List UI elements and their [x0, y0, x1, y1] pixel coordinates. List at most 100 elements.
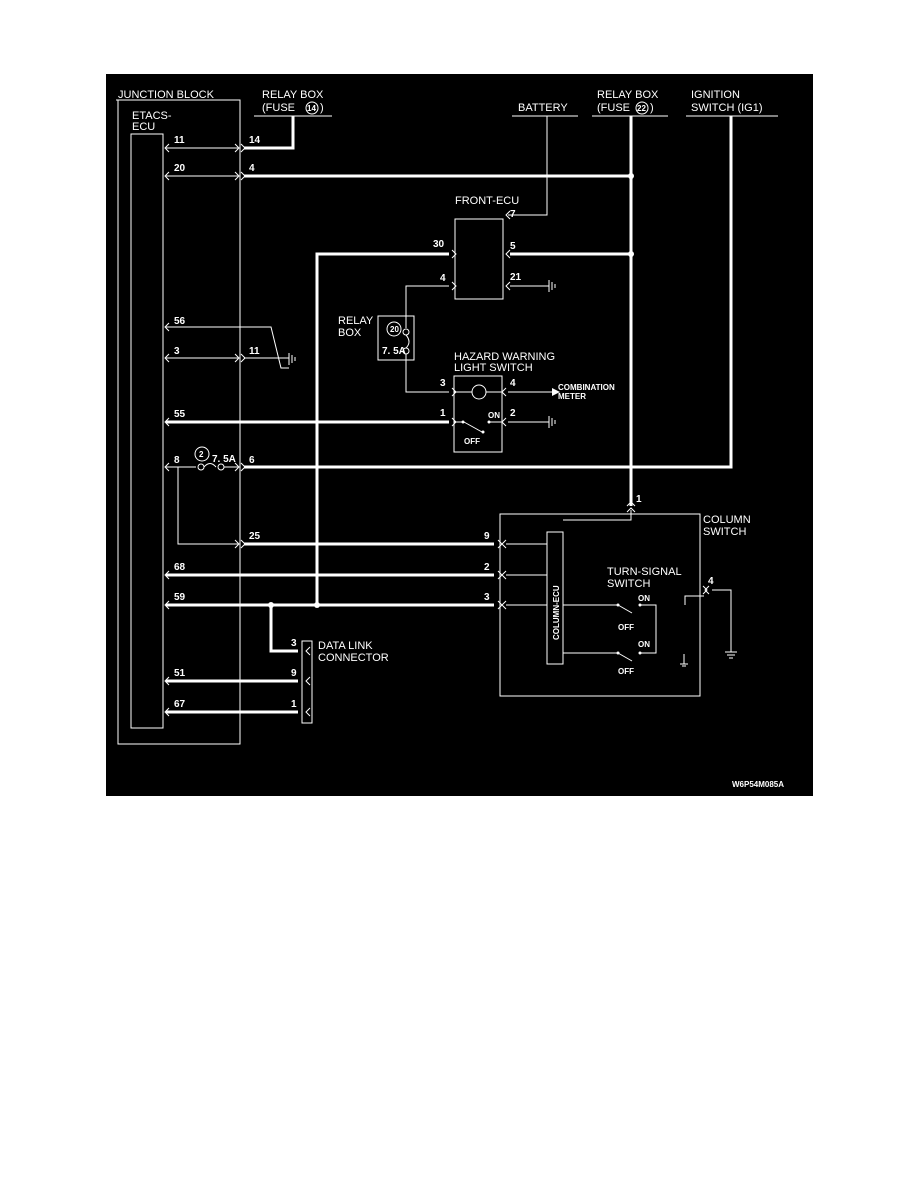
hazard-off: OFF — [464, 437, 480, 446]
pin-label: 1 — [440, 408, 446, 419]
hazard-switch-pivot — [487, 420, 491, 424]
pin-label: 3 — [291, 638, 297, 649]
hazard-switch-box — [453, 375, 503, 453]
relay20-number: 20 — [390, 325, 399, 334]
pin-label: 8 — [174, 455, 180, 466]
wire-column-4 — [712, 589, 732, 652]
pin-label: 1 — [291, 699, 297, 710]
pin-label: 25 — [249, 531, 261, 542]
col-wire-1 — [563, 510, 632, 521]
ground-icon — [288, 353, 296, 365]
pin-label: 3 — [484, 592, 490, 603]
turn-switch-pivot — [616, 603, 620, 607]
relay-box14-label-2: (FUSE — [262, 102, 295, 114]
relay-box22-close: ) — [650, 102, 654, 114]
combination-label-1: COMBINATION — [558, 383, 615, 392]
col-wire-4-ground — [684, 595, 704, 605]
wire-56 — [166, 326, 289, 369]
ground-icon — [548, 416, 556, 428]
fuse20-element — [405, 334, 410, 349]
relay-box22-label-2: (FUSE — [597, 102, 630, 114]
ground-icon — [680, 663, 688, 667]
fuse2-terminal — [197, 463, 205, 471]
pin-label: 7 — [510, 209, 516, 220]
junction-dot — [314, 602, 320, 608]
wire-59-dlc3 — [269, 605, 298, 653]
diagram-code: W6P54M085A — [732, 780, 784, 789]
relay-box22-label-1: RELAY BOX — [597, 89, 659, 101]
hazard-switch-pivot — [481, 430, 485, 434]
pin-label: 55 — [174, 409, 186, 420]
turn-on-1: ON — [638, 594, 650, 603]
pin-numbers: 11 20 56 3 55 8 68 59 51 67 14 4 11 6 25… — [174, 135, 714, 710]
front-ecu-box — [454, 218, 504, 300]
pin-label: 3 — [174, 346, 180, 357]
turn-switch-pivot — [616, 651, 620, 655]
pin-label: 9 — [291, 668, 297, 679]
wire-front-ecu-4 — [405, 285, 449, 328]
wire-8-25 — [177, 467, 238, 545]
pin-label: 67 — [174, 699, 186, 710]
pin-label: 2 — [484, 562, 490, 573]
pin-label: 68 — [174, 562, 186, 573]
ignition-label-2: SWITCH (IG1) — [691, 102, 763, 114]
ground-icon — [725, 651, 737, 659]
relay-box14-close: ) — [320, 102, 324, 114]
relay-box14-label-1: RELAY BOX — [262, 89, 324, 101]
wire-front-ecu-30 — [315, 252, 449, 605]
pin-label: 4 — [510, 378, 516, 389]
ground-icon — [548, 280, 556, 292]
relay20-amp: 7. 5A — [382, 346, 406, 357]
column-ecu-label: COLUMN-ECU — [552, 585, 561, 640]
etacs-label-1: ETACS- — [132, 110, 172, 122]
pin-label: 59 — [174, 592, 186, 603]
column-ecu-box — [546, 531, 564, 665]
pin-label: 6 — [249, 455, 255, 466]
pin-label: 4 — [249, 163, 255, 174]
relay-box-20 — [377, 315, 415, 361]
column-switch-label-1: COLUMN — [703, 514, 751, 526]
pin-label: 4 — [440, 273, 446, 284]
relay-box-label-1: RELAY — [338, 315, 374, 327]
fuse20-badge — [386, 321, 402, 337]
dlc-label-2: CONNECTOR — [318, 652, 389, 664]
turn-on-2: ON — [638, 640, 650, 649]
hazard-switch-contact — [463, 421, 483, 433]
wire-relay-hazard — [405, 354, 449, 393]
battery-label: BATTERY — [518, 102, 568, 114]
data-link-connector-box — [301, 640, 313, 724]
pin-label: 11 — [174, 135, 185, 146]
connector-chevrons — [164, 143, 710, 717]
pin-label: 51 — [174, 668, 186, 679]
wire-14-relay — [244, 116, 295, 150]
pin-label: 56 — [174, 316, 186, 327]
hazard-label-2: LIGHT SWITCH — [454, 362, 533, 374]
column-switch-box — [499, 513, 701, 697]
turn-off-2: OFF — [618, 667, 634, 676]
hazard-on: ON — [488, 411, 500, 420]
junction-dot — [628, 173, 634, 179]
etacs-label-2: ECU — [132, 121, 155, 133]
fuse14-badge — [305, 101, 319, 115]
turn-signal-label-1: TURN-SIGNAL — [607, 566, 682, 578]
pin-label: 21 — [510, 272, 522, 283]
arrow-icon — [552, 388, 560, 396]
pin-label: 3 — [440, 378, 446, 389]
pin-label: 9 — [484, 531, 490, 542]
wiring-diagram-svg: JUNCTION BLOCK ETACS- ECU RELAY BOX (FUS… — [116, 89, 784, 789]
fuse22-number: 22 — [637, 104, 646, 113]
fuse2-element — [203, 463, 217, 468]
hazard-switch-pivot — [461, 420, 465, 424]
turn-switch-pivot — [638, 603, 642, 607]
pin-label: 14 — [249, 135, 261, 146]
pin-label: 20 — [174, 163, 186, 174]
relay-box-label-2: BOX — [338, 327, 362, 339]
hazard-indicator-lamp — [471, 384, 487, 400]
pin-label: 30 — [433, 239, 445, 250]
junction-block-label: JUNCTION BLOCK — [118, 89, 215, 101]
ignition-label-1: IGNITION — [691, 89, 740, 101]
turn-switch-pivot — [638, 651, 642, 655]
pin-label: 4 — [708, 576, 714, 587]
pin-label: 11 — [249, 346, 260, 357]
dlc-label-1: DATA LINK — [318, 640, 373, 652]
